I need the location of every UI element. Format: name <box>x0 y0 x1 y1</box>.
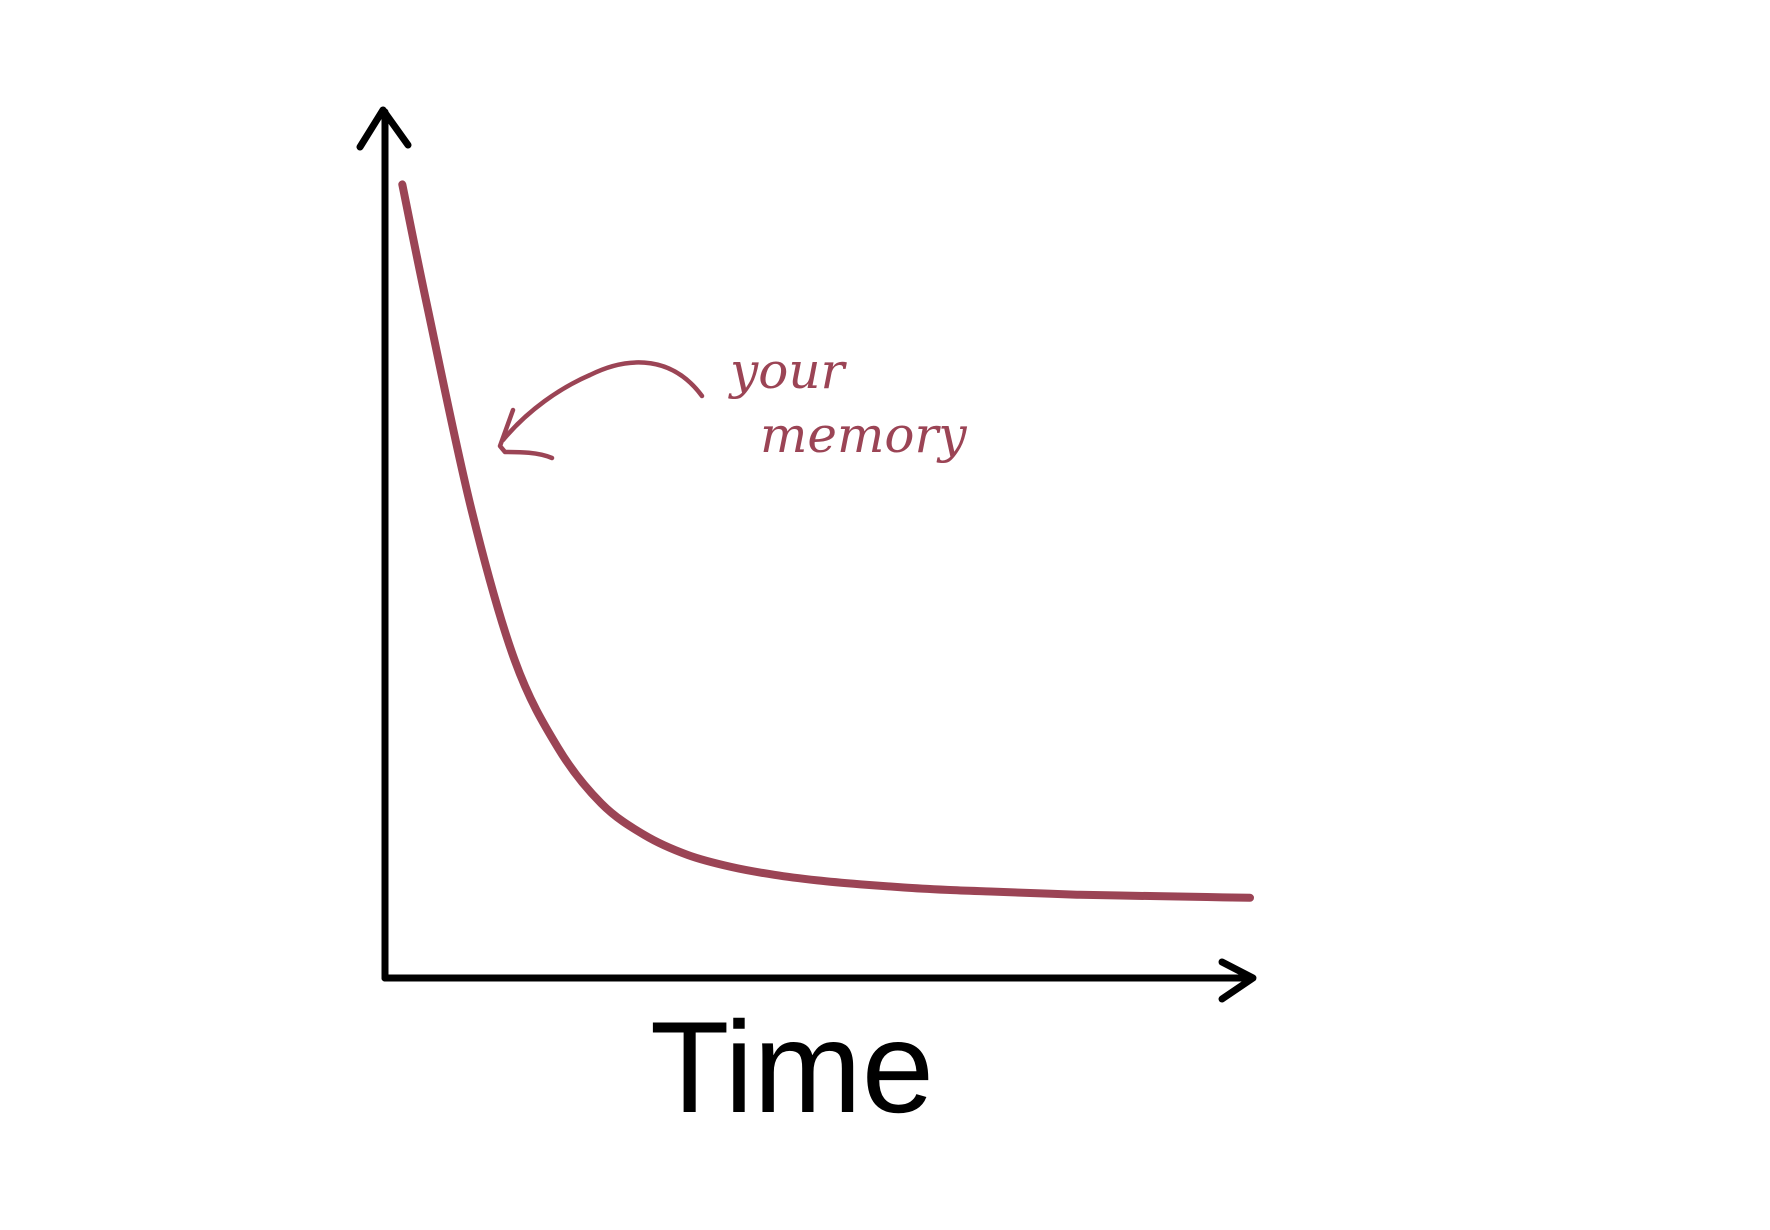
annotation-arrow <box>500 360 705 443</box>
annotation: your memory <box>497 342 967 464</box>
axes <box>356 106 1257 1003</box>
annotation-arrowhead <box>497 407 555 461</box>
series-line-0 <box>398 180 1254 902</box>
x-axis-label: Time <box>650 994 934 1140</box>
y-axis-arrowhead <box>356 106 412 151</box>
annotation-label-line-2: memory <box>760 406 967 464</box>
x-axis-arrowhead <box>1218 958 1257 1003</box>
annotation-label-line-1: your <box>728 342 848 400</box>
annotation-label: your memory <box>728 342 967 464</box>
series-layer <box>398 180 1254 902</box>
